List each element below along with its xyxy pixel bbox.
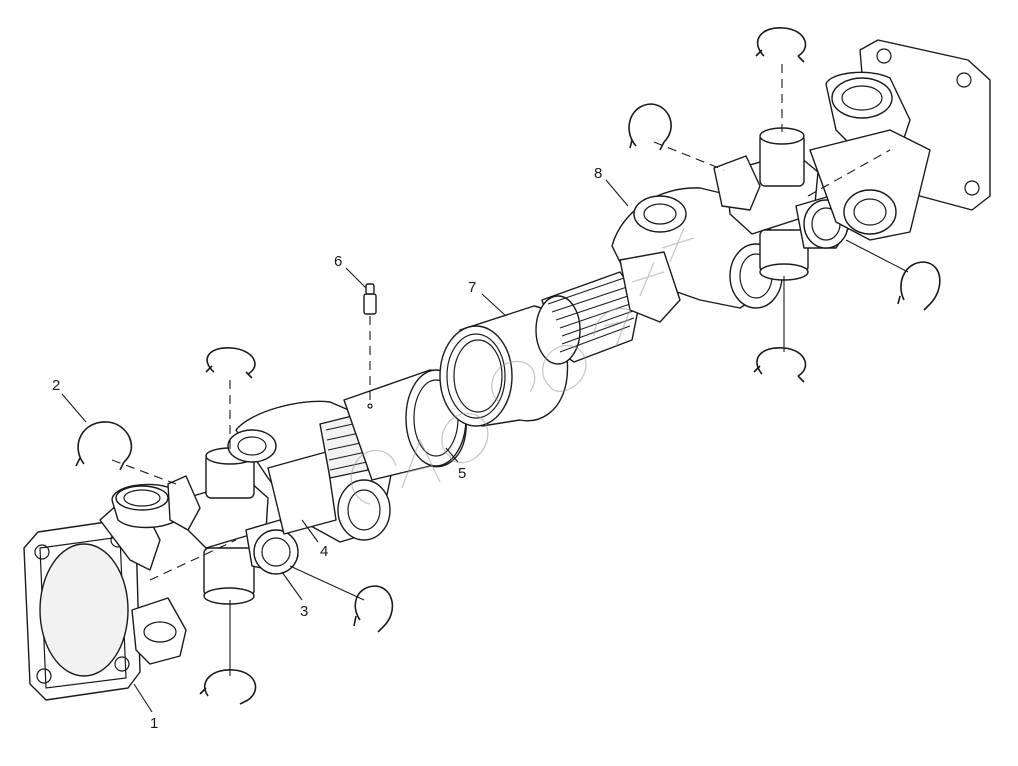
- callout-3: 3: [300, 603, 308, 620]
- callout-7: 7: [468, 279, 476, 296]
- callout-1: 1: [150, 715, 158, 732]
- callout-5: 5: [458, 465, 466, 482]
- splined-shaft: [535, 271, 641, 365]
- callout-leaders: [61, 179, 629, 713]
- right-universal-joint-cross: [713, 127, 851, 281]
- callout-labels: 1 2 3 4 5 6 7 8: [52, 165, 602, 732]
- grease-fitting: [363, 283, 377, 409]
- watermark-graphic: [350, 227, 695, 505]
- callout-6: 6: [334, 253, 342, 270]
- callout-4: 4: [320, 543, 328, 560]
- right-flange-yoke: [809, 39, 991, 241]
- callout-2: 2: [52, 377, 60, 394]
- callout-8: 8: [594, 165, 602, 182]
- assembly-leader-lines: [111, 64, 909, 676]
- left-flange-yoke: [23, 483, 187, 701]
